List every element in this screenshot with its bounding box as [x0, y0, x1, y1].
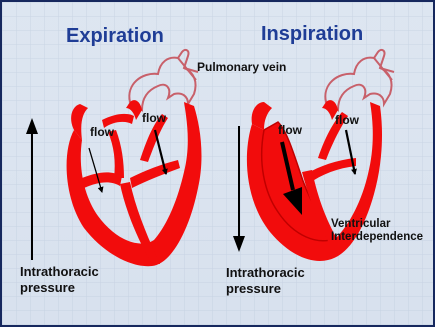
atria-outline-left — [129, 50, 195, 110]
label-intrathoracic-left-line2: pressure — [20, 280, 99, 296]
flow-arrow-small-left — [89, 148, 102, 192]
pressure-arrow-down — [233, 126, 245, 252]
label-ventricular-line2: Interdependence — [331, 231, 423, 244]
vein-outline-right — [374, 58, 394, 80]
label-intrathoracic-left-line1: Intrathoracic — [20, 264, 99, 280]
label-flow-left-2: flow — [142, 111, 166, 125]
pressure-arrow-up — [26, 118, 38, 260]
flow-arrow-medium-right — [346, 130, 355, 174]
strut-b-left — [130, 160, 180, 188]
label-ventricular-line1: Ventricular — [331, 218, 423, 231]
label-flow-left-1: flow — [90, 125, 114, 139]
label-flow-right-2: flow — [335, 113, 359, 127]
label-pulmonary-vein: Pulmonary vein — [197, 60, 286, 74]
vein-outline-left — [178, 58, 198, 80]
strut-a-right — [306, 158, 356, 184]
label-intrathoracic-right-line1: Intrathoracic — [226, 265, 305, 281]
label-flow-right-1: flow — [278, 123, 302, 137]
heart-expiration — [67, 50, 202, 266]
label-intrathoracic-right: Intrathoracic pressure — [226, 265, 305, 297]
title-inspiration: Inspiration — [261, 23, 363, 46]
atria-outline-right — [325, 50, 391, 110]
title-expiration: Expiration — [66, 25, 164, 48]
label-intrathoracic-left: Intrathoracic pressure — [20, 264, 99, 296]
label-intrathoracic-right-line2: pressure — [226, 281, 305, 297]
label-ventricular-interdependence: Ventricular Interdependence — [331, 218, 423, 244]
